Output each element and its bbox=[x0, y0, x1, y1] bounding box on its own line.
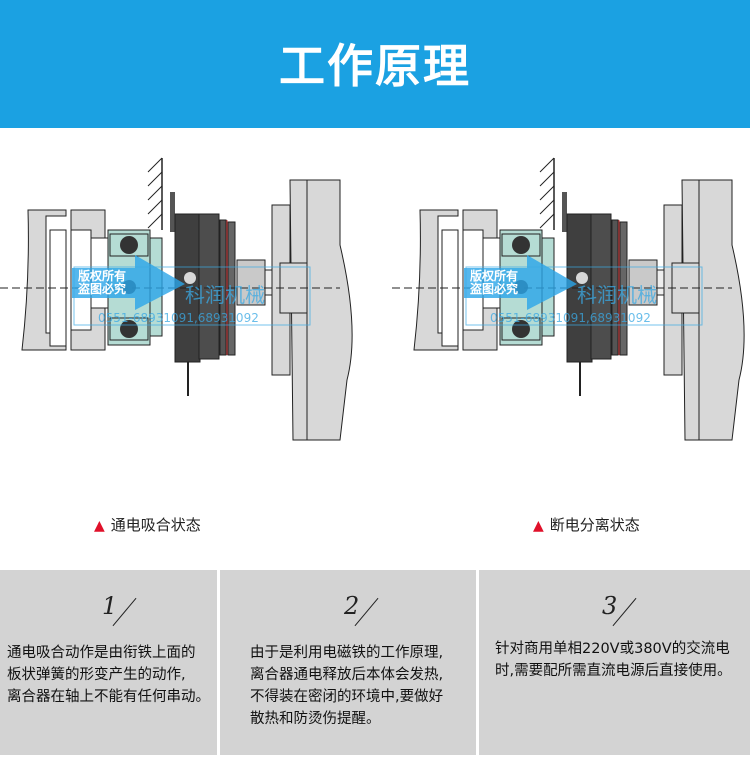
released-state-diagram: 版权所有 盗图必究 科润机械 0551-68931091,68931092 bbox=[391, 150, 750, 470]
watermark-brand: 科润机械 bbox=[185, 283, 265, 307]
panel-text: 由于是利用电磁铁的工作原理, 离合器通电释放后本体会发热, 不得装在密闭的环境中… bbox=[250, 645, 444, 727]
watermark-text: 盗图必究 bbox=[470, 281, 518, 296]
engaged-state-diagram: 版权所有 盗图必究 科润机械 0551-68931091,68931092 bbox=[0, 150, 375, 470]
info-panel-3: 3 针对商用单相220V或380V的交流电 时,需要配所需直流电源后直接使用。 bbox=[479, 570, 750, 755]
info-panel-1: 1 通电吸合动作是由衔铁上面的 板状弹簧的形变产生的动作, 离合器在轴上不能有任… bbox=[0, 570, 217, 755]
watermark-phone: 0551-68931091,68931092 bbox=[490, 311, 651, 325]
watermark-text: 版权所有 bbox=[470, 268, 518, 283]
info-panel-2: 2 由于是利用电磁铁的工作原理, 离合器通电释放后本体会发热, 不得装在密闭的环… bbox=[220, 570, 476, 755]
caption-released: ▲ 断电分离状态 bbox=[533, 514, 640, 535]
watermark-text: 盗图必究 bbox=[78, 281, 126, 296]
watermark-text: 版权所有 bbox=[78, 268, 126, 283]
caption-engaged: ▲ 通电吸合状态 bbox=[94, 514, 201, 535]
caption-text: 断电分离状态 bbox=[549, 516, 640, 534]
triangle-marker-icon: ▲ bbox=[533, 518, 544, 534]
panel-number: 1 bbox=[102, 592, 118, 620]
page-title: 工作原理 bbox=[279, 39, 471, 93]
header-banner: 工作原理 bbox=[0, 0, 750, 128]
panel-text: 针对商用单相220V或380V的交流电 时,需要配所需直流电源后直接使用。 bbox=[495, 641, 732, 679]
watermark-phone: 0551-68931091,68931092 bbox=[98, 311, 259, 325]
clutch-released-illustration: 版权所有 盗图必究 科润机械 0551-68931091,68931092 bbox=[391, 157, 746, 441]
clutch-engaged-illustration: 版权所有 盗图必究 科润机械 0551-68931091,68931092 bbox=[0, 157, 354, 441]
watermark-brand: 科润机械 bbox=[577, 283, 657, 307]
triangle-marker-icon: ▲ bbox=[94, 518, 105, 534]
caption-text: 通电吸合状态 bbox=[110, 516, 201, 534]
panel-number: 2 bbox=[344, 592, 360, 620]
panel-number: 3 bbox=[602, 592, 618, 620]
panel-text: 通电吸合动作是由衔铁上面的 板状弹簧的形变产生的动作, 离合器在轴上不能有任何串… bbox=[7, 645, 210, 705]
